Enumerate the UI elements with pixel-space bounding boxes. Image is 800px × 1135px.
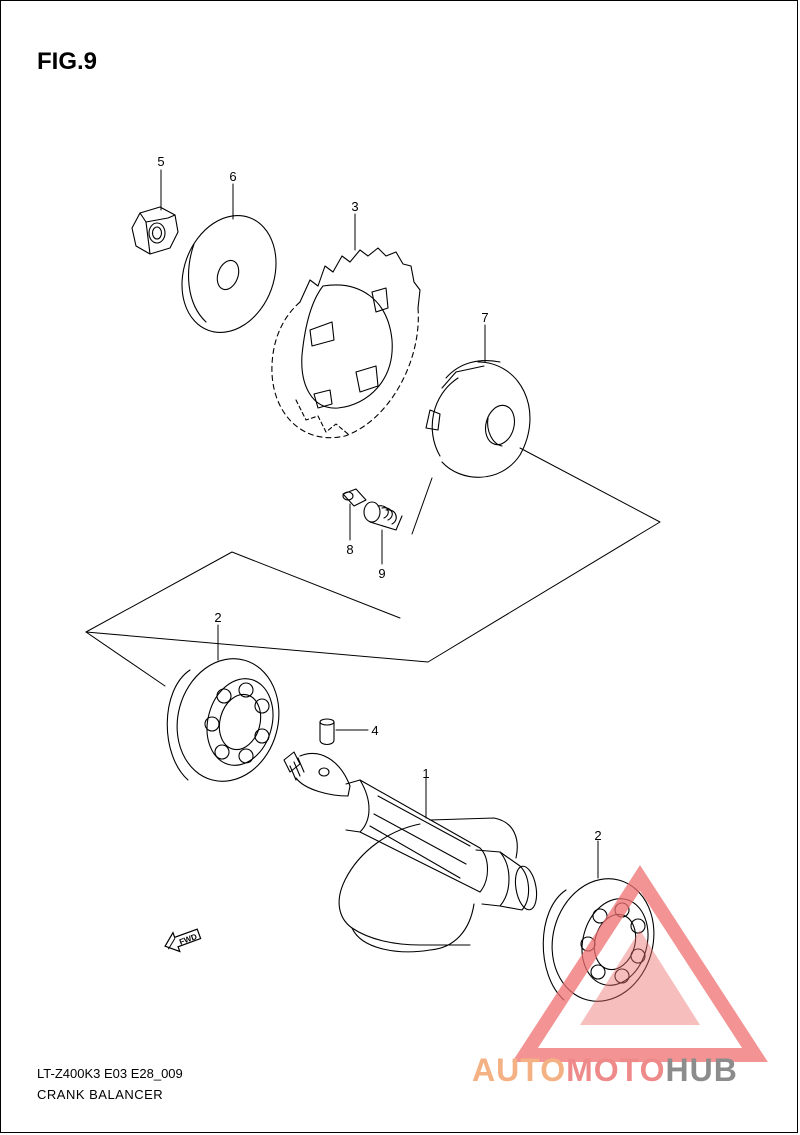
- shaft-part-1: [283, 751, 538, 953]
- gear-part-3: [271, 247, 421, 439]
- dowel-part-4: [319, 718, 335, 746]
- watermark-part-a: AUTO: [472, 1052, 567, 1088]
- watermark-logo: AUTOMOTOHUB: [472, 1052, 738, 1089]
- callout-part-4: 4: [371, 723, 378, 738]
- bearing-part-2-left: [166, 658, 280, 782]
- spring-part-9: [363, 501, 403, 531]
- callout-part-5: 5: [157, 154, 164, 169]
- callout-part-2-right: 2: [594, 828, 601, 843]
- callout-part-2-left: 2: [214, 610, 221, 625]
- assembly-lines: [85, 447, 661, 687]
- figure-code: LT-Z400K3 E03 E28_009: [37, 1066, 183, 1081]
- pin-part-8: [342, 488, 367, 507]
- leader-lines: [160, 169, 599, 879]
- figure-title: FIG.9: [37, 48, 98, 75]
- callout-part-8: 8: [346, 542, 353, 557]
- callout-labels: 5 6 3 7 8 9 2 4 1 2: [157, 154, 601, 843]
- fwd-label: FWD: [178, 932, 198, 947]
- nut-part-5: [131, 206, 179, 255]
- watermark-part-c: HUB: [665, 1052, 738, 1088]
- washer-part-6: [181, 215, 277, 333]
- fwd-arrow-icon: FWD: [164, 928, 202, 953]
- callout-part-6: 6: [229, 169, 236, 184]
- hub-part-7: [425, 360, 531, 478]
- callout-part-9: 9: [378, 566, 385, 581]
- callout-part-1: 1: [422, 766, 429, 781]
- figure-caption: CRANK BALANCER: [37, 1087, 164, 1102]
- watermark-triangle-icon: [512, 865, 768, 1062]
- watermark-part-b: MOTO: [566, 1052, 666, 1088]
- callout-part-7: 7: [481, 310, 488, 325]
- callout-part-3: 3: [351, 199, 358, 214]
